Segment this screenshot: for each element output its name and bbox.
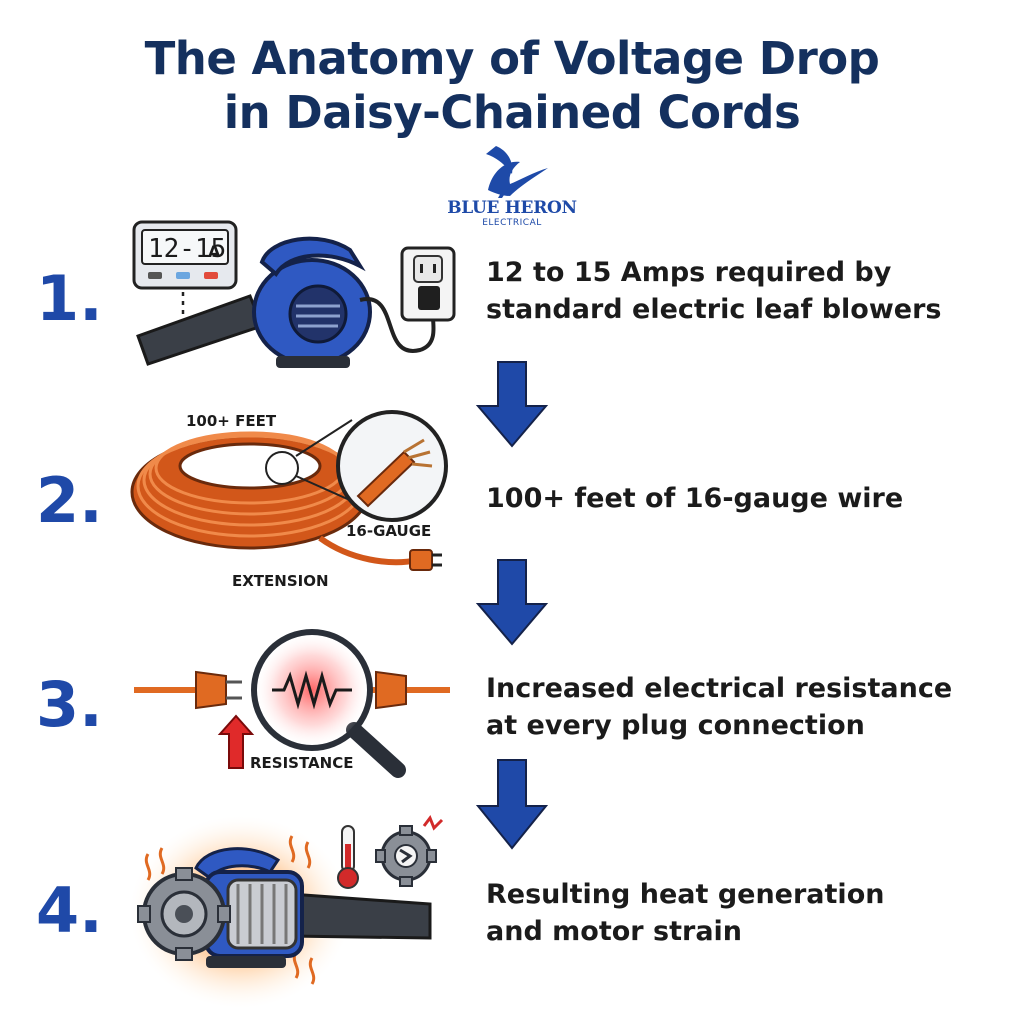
step-4-description: Resulting heat generation and motor stra…	[486, 876, 1006, 950]
resistance-label: RESISTANCE	[250, 754, 354, 772]
cord-length-label: 100+ FEET	[186, 412, 277, 430]
heron-icon	[486, 146, 548, 198]
leaf-blower-icon	[132, 220, 456, 368]
step-4-line-2: and motor strain	[486, 916, 743, 947]
step-1-description: 12 to 15 Amps required by standard elect…	[486, 254, 1006, 328]
step-number-4: 4.	[36, 874, 103, 947]
flow-arrow-2	[475, 559, 549, 646]
step-2-line-1: 100+ feet of 16-gauge wire	[486, 483, 904, 514]
step-number-2: 2.	[36, 464, 103, 537]
page-title-line-2: in Daisy-Chained Cords	[223, 86, 801, 139]
step-number-3: 3.	[36, 668, 103, 741]
logo-subtitle: ELECTRICAL	[482, 218, 542, 228]
step-3-line-2: at every plug connection	[486, 710, 865, 741]
flow-arrow-1	[475, 361, 549, 448]
step-2-description: 100+ feet of 16-gauge wire	[486, 480, 1006, 517]
resistor-magnifier-icon	[134, 629, 450, 778]
extension-cord-icon	[130, 410, 448, 571]
cord-type-label: EXTENSION	[232, 572, 329, 590]
flow-arrow-3	[475, 759, 549, 850]
meter-unit: A	[208, 242, 221, 261]
step-3-description: Increased electrical resistance at every…	[486, 670, 1006, 744]
step-4-line-1: Resulting heat generation	[486, 879, 885, 910]
meter-display: 12-15	[148, 234, 226, 264]
step-number-1: 1.	[36, 262, 103, 335]
cord-gauge-label: 16-GAUGE	[346, 522, 432, 540]
page-title-line-1: The Anatomy of Voltage Drop	[144, 32, 880, 85]
logo-name: BLUE HERON	[447, 198, 577, 218]
step-1-line-2: standard electric leaf blowers	[486, 294, 942, 325]
overheating-motor-icon	[130, 814, 444, 1008]
step-1-line-1: 12 to 15 Amps required by	[486, 257, 892, 288]
step-3-line-1: Increased electrical resistance	[486, 673, 953, 704]
